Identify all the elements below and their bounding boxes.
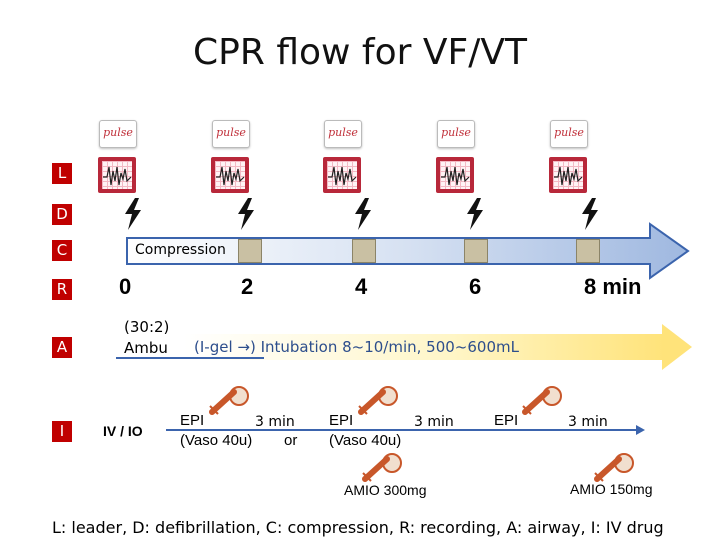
compression-interval-marker	[352, 239, 376, 263]
ecg-monitor-icon	[549, 157, 587, 193]
ambu-label: Ambu	[124, 339, 168, 357]
syringe-icon	[594, 453, 634, 482]
pulse-badge: pulse	[437, 120, 475, 148]
epi-dose-2: EPI	[329, 412, 354, 429]
interval-3-min-2: 3 min	[414, 414, 454, 430]
pulse-badge: pulse	[550, 120, 588, 148]
or-label: or	[284, 432, 298, 449]
compression-arrow	[126, 222, 690, 280]
pulse-badge: pulse	[99, 120, 137, 148]
row-label-l: L	[52, 163, 72, 184]
airway-arrow	[116, 324, 692, 370]
syringe-icon	[522, 386, 562, 415]
legend-text: L: leader, D: defibrillation, C: compres…	[52, 518, 664, 537]
pulse-badge: pulse	[324, 120, 362, 148]
vasopressin-dose-1: (Vaso 40u)	[180, 432, 253, 449]
syringe-icon	[209, 386, 249, 415]
iv-timeline-arrow	[166, 425, 645, 435]
syringe-icon	[362, 453, 402, 482]
epi-dose-1: EPI	[180, 412, 205, 429]
time-label-4: 4	[355, 274, 368, 299]
vasopressin-dose-2: (Vaso 40u)	[329, 432, 402, 449]
time-label-8-min: 8 min	[584, 274, 642, 299]
lightning-bolt-icon	[467, 198, 483, 230]
epi-dose-3: EPI	[494, 412, 519, 429]
row-label-r: R	[52, 279, 72, 300]
lightning-bolt-icon	[582, 198, 598, 230]
lightning-bolt-icon	[238, 198, 254, 230]
compression-interval-marker	[464, 239, 488, 263]
pulse-badge: pulse	[212, 120, 250, 148]
ecg-monitor-icon	[323, 157, 361, 193]
interval-3-min-3: 3 min	[568, 414, 608, 430]
airway-instructions: (I-gel →) Intubation 8~10/min, 500~600mL	[194, 338, 519, 356]
amiodarone-dose-1: AMIO 300mg	[344, 482, 427, 498]
time-label-0: 0	[119, 274, 132, 299]
time-label-2: 2	[241, 274, 254, 299]
row-label-a: A	[52, 337, 72, 358]
lightning-bolt-icon	[355, 198, 371, 230]
row-label-d: D	[52, 204, 72, 225]
compression-ratio: (30:2)	[124, 318, 170, 336]
ecg-monitor-icon	[211, 157, 249, 193]
ecg-monitor-icon	[98, 157, 136, 193]
compression-interval-marker	[576, 239, 600, 263]
interval-3-min-1: 3 min	[255, 414, 295, 430]
syringe-icon	[358, 386, 398, 415]
iv-route-label: IV / IO	[103, 423, 143, 439]
compression-label: Compression	[135, 242, 226, 258]
row-label-i: I	[52, 421, 72, 442]
amiodarone-dose-2: AMIO 150mg	[570, 481, 653, 497]
diagram-title: CPR flow for VF/VT	[193, 32, 527, 73]
row-label-c: C	[52, 240, 72, 261]
time-label-6: 6	[469, 274, 482, 299]
ecg-monitor-icon	[436, 157, 474, 193]
lightning-bolt-icon	[125, 198, 141, 230]
compression-interval-marker	[238, 239, 262, 263]
